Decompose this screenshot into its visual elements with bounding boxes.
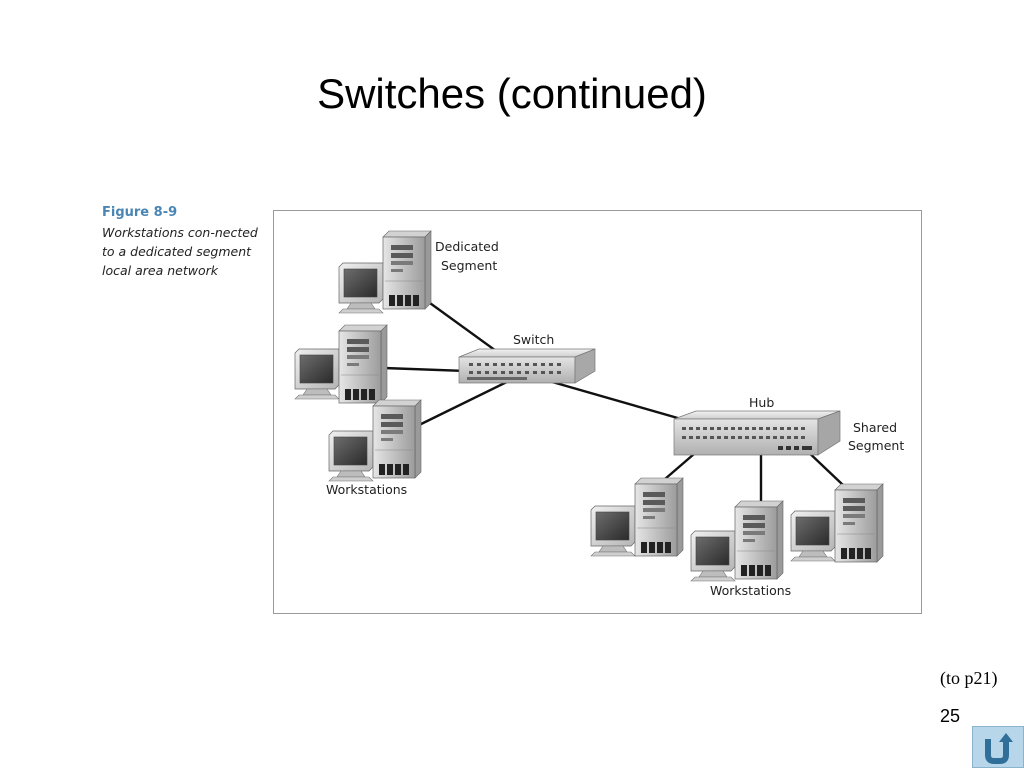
- workstation-dedicated: [338, 230, 432, 314]
- hub-device: [673, 410, 841, 456]
- figure-label: Figure 8-9: [102, 205, 178, 220]
- label-dedicated-line1: Dedicated: [435, 239, 499, 254]
- workstation-bottom-2: [690, 500, 784, 582]
- label-switch: Switch: [513, 332, 554, 347]
- network-diagram: Dedicated Segment Switch Hub Shared Segm…: [273, 210, 922, 614]
- page-number: 25: [940, 706, 961, 726]
- figure-description: Workstations con-nected to a dedicated s…: [102, 225, 258, 278]
- label-workstations-left: Workstations: [326, 482, 407, 497]
- workstation-bottom-3: [790, 483, 884, 563]
- workstation-bottom-1: [590, 477, 684, 557]
- return-arrow-icon: [985, 733, 1013, 764]
- slide-title: Switches (continued): [317, 70, 707, 117]
- label-dedicated-line2: Segment: [441, 258, 497, 273]
- workstation-left-2: [294, 324, 388, 404]
- workstation-left-3: [328, 399, 422, 482]
- switch-device: [458, 348, 596, 384]
- label-shared-line1: Shared: [853, 420, 897, 435]
- link-workstation3-to-switch: [413, 373, 523, 429]
- figure-caption: Figure 8-9 Workstations con-nected to a …: [102, 205, 262, 280]
- return-button[interactable]: [972, 726, 1024, 768]
- label-workstations-bottom: Workstations: [710, 583, 791, 598]
- label-shared-line2: Segment: [848, 438, 904, 453]
- page-reference: (to p21): [940, 668, 998, 688]
- label-hub: Hub: [749, 395, 774, 410]
